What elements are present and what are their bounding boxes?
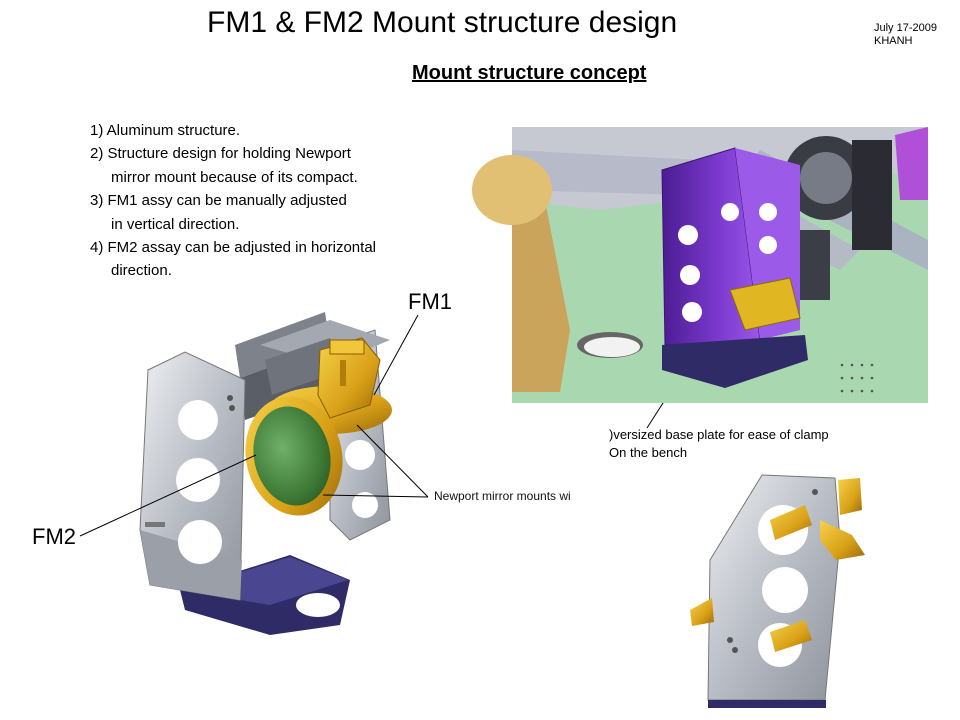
newport-leader-2 (356, 424, 429, 498)
main-assembly-drawing (79, 312, 687, 635)
fm2-leader (79, 454, 257, 537)
fm2-mirror (253, 406, 331, 506)
base-plate-caption: )versized base plate for ease of clamp O… (609, 426, 829, 462)
caption-line: On the bench (609, 445, 688, 460)
fm2-label: FM2 (32, 524, 76, 549)
note-line: direction. (111, 262, 172, 280)
note-line: 3) FM1 assy can be manually adjusted (90, 192, 347, 210)
newport-caption: Newport mirror mounts wi (434, 489, 571, 503)
newport-leader-1 (322, 494, 429, 498)
fm1-leader (373, 314, 419, 396)
page-title: FM1 & FM2 Mount structure design (207, 6, 678, 39)
note-line: 4) FM2 assay can be adjusted in horizont… (90, 239, 376, 257)
date-text: July 17-2009 (874, 22, 937, 34)
fm1-label: FM1 (408, 289, 452, 314)
note-line: in vertical direction. (111, 215, 240, 233)
date-author-block: July 17-2009 KHANH (874, 22, 937, 48)
bench-render (472, 127, 928, 403)
note-line: 1) Aluminum structure. (90, 122, 241, 139)
side-view-drawing (690, 474, 865, 708)
section-subtitle: Mount structure concept (412, 62, 647, 84)
caption-line: )versized base plate for ease of clamp (609, 427, 829, 442)
design-notes: 1) Aluminum structure. 2) Structure desi… (90, 119, 376, 283)
author-text: KHANH (874, 35, 913, 47)
note-line: 2) Structure design for holding Newport (90, 145, 351, 163)
note-line: mirror mount because of its compact. (111, 168, 358, 186)
